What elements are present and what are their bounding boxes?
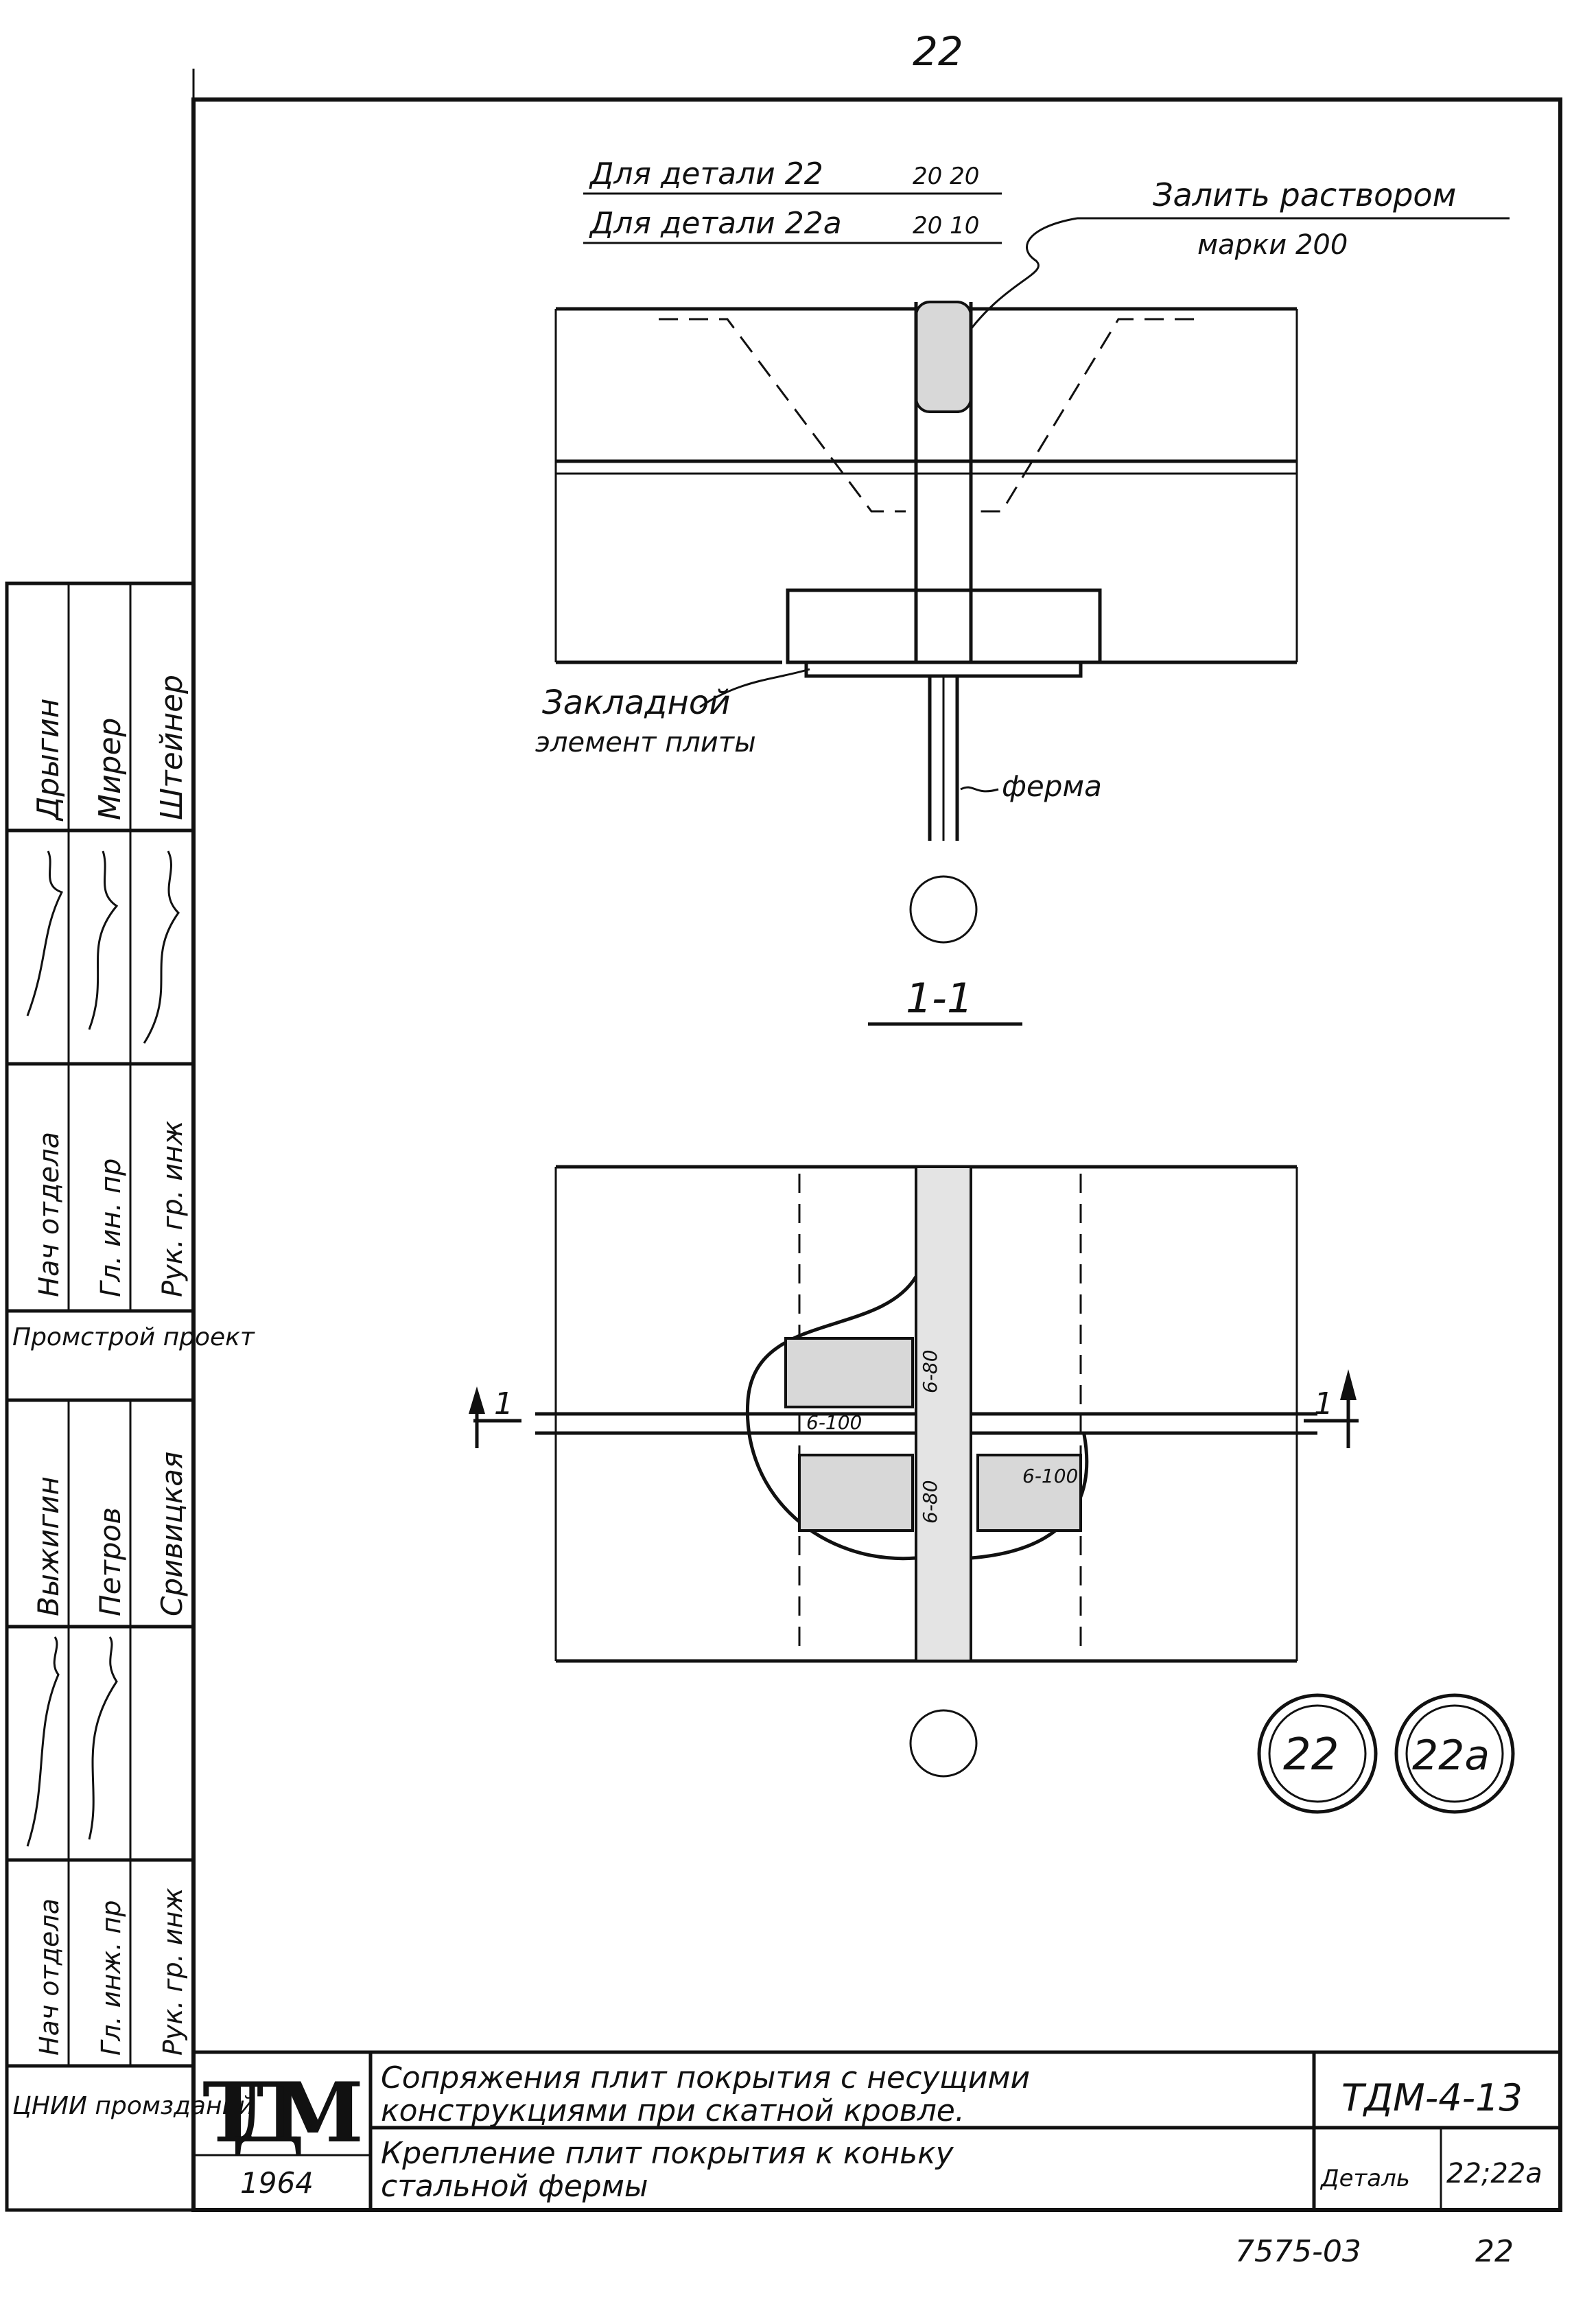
org-2: ЦНИИ промзданий <box>12 2092 254 2120</box>
role-4: Нач отдела <box>34 1898 64 2056</box>
role-6: Рук. гр. инж <box>158 1887 188 2056</box>
truss-leader <box>960 786 999 793</box>
detail-value: 22;22а <box>1446 2158 1542 2189</box>
title-line2: конструкциями при скатной кровле. <box>381 2093 965 2128</box>
weld-3: 6-80 <box>919 1480 941 1524</box>
name-3: Штейнер <box>154 675 189 820</box>
slab-left-rib-dash <box>659 318 906 513</box>
signature-3 <box>143 850 180 1044</box>
cut-left-arrowhead <box>469 1386 485 1414</box>
role-3: Рук. гр. инж <box>157 1121 189 1297</box>
bubble-22-inner <box>1268 1704 1367 1803</box>
dim-detail-22a: 20 10 <box>913 212 979 240</box>
plate-outline-left <box>745 1275 918 1561</box>
dim-detail-22: 20 20 <box>913 163 979 190</box>
page-number-top: 22 <box>913 28 963 75</box>
bubble-22 <box>1257 1693 1378 1814</box>
note-truss: ферма <box>1002 769 1102 803</box>
signature-1 <box>26 850 64 1016</box>
title-line1: Сопряжения плит покрытия с несущими <box>381 2060 1030 2095</box>
role-5: Гл. инж. пр <box>96 1900 126 2056</box>
name-1: Дрыгин <box>31 698 66 822</box>
bubble-22a-inner <box>1405 1704 1504 1803</box>
plan-joint-strip <box>915 1165 972 1662</box>
pad-bottom-left <box>798 1454 914 1532</box>
bubble-22-text: 22 <box>1283 1730 1339 1780</box>
org-1: Промстрой проект <box>12 1323 255 1351</box>
title-block: ТДМ 1964 Сопряжения плит покрытия с несу… <box>193 2050 1560 2269</box>
signature-4 <box>26 1636 60 1847</box>
sheet-number: 22 <box>1475 2234 1514 2269</box>
note-embedded-line1: Закладной <box>542 684 730 722</box>
embedded-leader <box>699 668 810 708</box>
detail-label: Деталь <box>1319 2165 1410 2192</box>
embedded-plate <box>804 660 1083 678</box>
pad-top-left <box>784 1337 914 1408</box>
side-stamp-frame <box>5 581 196 2212</box>
role-2: Гл. ин. пр <box>95 1159 127 1297</box>
signature-2 <box>88 850 119 1030</box>
signature-5 <box>88 1636 118 1840</box>
name-5: Петров <box>93 1507 127 1616</box>
detail-bubbles: 22 22а <box>1257 1693 1515 1814</box>
weld-1: 6-80 <box>919 1349 941 1393</box>
label-detail-22: Для детали 22 <box>589 156 823 191</box>
section-mark: 1-1 <box>906 975 973 1023</box>
subtitle-line1: Крепление плит покрытия к коньку <box>381 2136 954 2171</box>
pad-bottom-right <box>976 1454 1082 1532</box>
grout-fill <box>915 301 972 413</box>
weld-4: 6-100 <box>1022 1465 1078 1487</box>
role-1: Нач отдела <box>34 1132 65 1297</box>
name-2: Мирер <box>93 718 128 821</box>
cut-mark-left: 1 <box>494 1386 513 1421</box>
truss-web <box>882 674 1005 841</box>
weld-2: 6-100 <box>806 1411 862 1434</box>
cut-mark-right: 1 <box>1314 1386 1333 1421</box>
label-detail-22a: Для детали 22а <box>589 206 842 241</box>
name-6: Сривицкая <box>155 1452 189 1616</box>
subtitle-line2: стальной фермы <box>381 2169 648 2204</box>
slab-right-rib-dash <box>974 318 1194 513</box>
sheet-frame <box>191 97 1562 2212</box>
truss-flange-dash <box>798 1174 1082 1654</box>
note-grout-line2: марки 200 <box>1197 229 1348 261</box>
side-stamp: Дрыгин Мирер Штейнер Нач отдела Гл. ин. … <box>5 581 255 2212</box>
axis-circle-bottom <box>909 1709 978 1778</box>
name-4: Выжигин <box>32 1476 65 1616</box>
archive-number: 7575-03 <box>1235 2234 1361 2269</box>
title-year: 1964 <box>240 2166 314 2200</box>
logo-tdm: ТДМ <box>202 2065 364 2161</box>
embedded-block <box>786 588 1102 664</box>
cut-right-arrowhead <box>1340 1369 1357 1400</box>
note-embedded-line2: элемент плиты <box>535 727 756 758</box>
bubble-22a-text: 22а <box>1412 1732 1490 1780</box>
section-view: Для детали 22 20 20 Для детали 22а 20 10… <box>535 156 1510 1026</box>
bubble-22a <box>1394 1693 1515 1814</box>
grout-leader <box>959 217 1078 344</box>
series-code: ТДМ-4-13 <box>1341 2076 1523 2119</box>
axis-circle-top <box>909 875 978 944</box>
note-grout-line1: Залить раствором <box>1153 176 1456 213</box>
plan-view: 6-80 6-100 6-80 6-100 1 1 <box>469 1165 1359 1778</box>
